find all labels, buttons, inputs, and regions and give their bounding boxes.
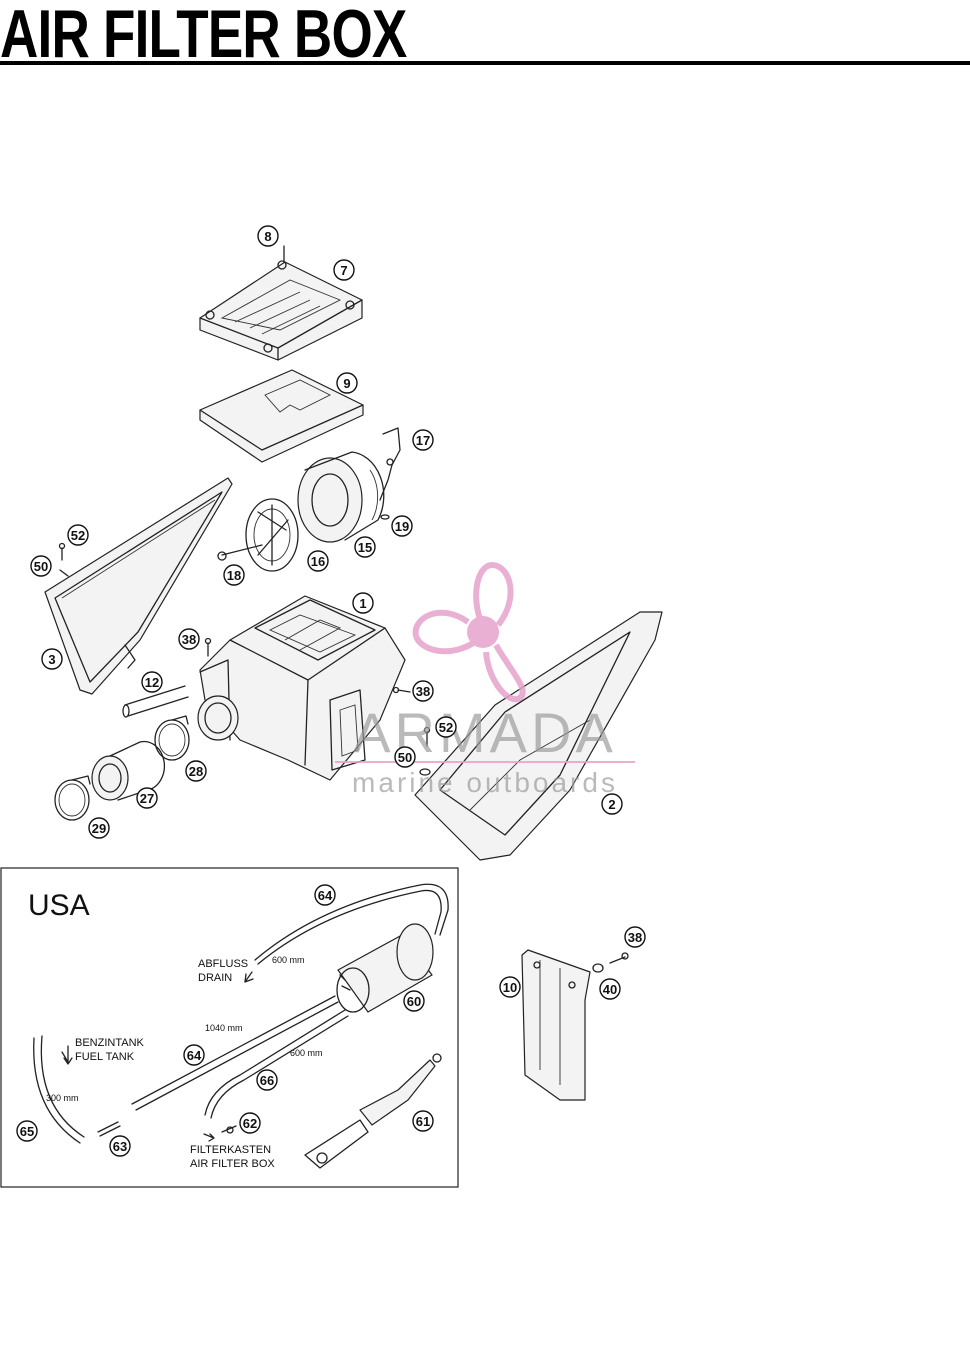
callout-number: 66 [260, 1073, 274, 1088]
label-length-long: 1040 mm [205, 1023, 243, 1033]
callout-number: 52 [71, 528, 85, 543]
callout-number: 61 [416, 1114, 430, 1129]
callout-number: 38 [628, 930, 642, 945]
callout-number: 7 [340, 263, 347, 278]
callout-layer: 8 7 9 17 52 50 19 15 16 18 1 38 3 12 38 52 50 28 27 29 2 64 60… [16, 225, 646, 1157]
callout-number: 64 [318, 888, 333, 903]
watermark-brand: ARMADA [353, 701, 617, 764]
callout-52: 52 [67, 524, 89, 546]
callout-38: 38 [178, 628, 200, 650]
callout-63: 63 [109, 1135, 131, 1157]
callout-62: 62 [239, 1112, 261, 1134]
callout-50: 50 [394, 746, 416, 768]
callout-15: 15 [354, 536, 376, 558]
callout-40: 40 [599, 978, 621, 1000]
callout-number: 62 [243, 1116, 257, 1131]
part-hose-12 [122, 685, 189, 718]
callout-38: 38 [412, 680, 434, 702]
callout-number: 12 [145, 675, 159, 690]
callout-29: 29 [88, 817, 110, 839]
callout-number: 3 [48, 652, 55, 667]
callout-number: 40 [603, 982, 617, 997]
callout-number: 28 [189, 764, 203, 779]
label-length-mid: 600 mm [290, 1048, 323, 1058]
title-rule [0, 61, 970, 65]
callout-65: 65 [16, 1120, 38, 1142]
callout-19: 19 [391, 515, 413, 537]
page-title: AIR FILTER BOX [0, 0, 407, 72]
part-wire-clip [379, 427, 401, 520]
label-length-short: 300 mm [46, 1093, 79, 1103]
callout-12: 12 [141, 671, 163, 693]
callout-number: 27 [140, 791, 154, 806]
callout-number: 52 [439, 720, 453, 735]
label-box-en: AIR FILTER BOX [190, 1158, 275, 1170]
label-tank-de: BENZINTANK [75, 1037, 145, 1049]
part-lid [199, 245, 363, 361]
label-drain-de: ABFLUSS [198, 958, 248, 970]
callout-7: 7 [333, 259, 355, 281]
callout-number: 16 [311, 554, 325, 569]
callout-number: 1 [359, 596, 366, 611]
callout-38: 38 [624, 926, 646, 948]
callout-60: 60 [403, 990, 425, 1012]
callout-number: 8 [264, 229, 271, 244]
callout-17: 17 [412, 429, 434, 451]
label-length-drain: 600 mm [272, 955, 305, 965]
callout-10: 10 [499, 976, 521, 998]
callout-number: 9 [343, 376, 350, 391]
label-box-de: FILTERKASTEN [190, 1144, 271, 1156]
part-left-side-panel [44, 477, 233, 695]
callout-number: 29 [92, 821, 106, 836]
part-main-airbox [197, 595, 406, 781]
callout-9: 9 [336, 372, 358, 394]
callout-number: 38 [416, 684, 430, 699]
watermark-tagline: marine outboards [352, 767, 618, 798]
part-clamp-28 [154, 715, 190, 761]
callout-52: 52 [435, 716, 457, 738]
part-filter-element [297, 451, 385, 543]
callout-18: 18 [223, 564, 245, 586]
callout-number: 2 [608, 797, 615, 812]
part-filter-cage [245, 498, 299, 572]
callout-27: 27 [136, 787, 158, 809]
part-mud-flap [521, 949, 629, 1101]
callout-2: 2 [601, 793, 623, 815]
label-tank-en: FUEL TANK [75, 1051, 135, 1063]
callout-8: 8 [257, 225, 279, 247]
callout-number: 50 [34, 559, 48, 574]
callout-16: 16 [307, 550, 329, 572]
callout-64: 64 [183, 1044, 205, 1066]
callout-61: 61 [412, 1110, 434, 1132]
propeller-icon [412, 561, 526, 703]
callout-number: 17 [416, 433, 430, 448]
callout-number: 63 [113, 1139, 127, 1154]
callout-number: 18 [227, 568, 241, 583]
callout-number: 65 [20, 1124, 34, 1139]
callout-66: 66 [256, 1069, 278, 1091]
callout-number: 38 [182, 632, 196, 647]
watermark-logo: ARMADA marine outboards [335, 561, 635, 798]
callout-number: 60 [407, 994, 421, 1009]
label-drain-en: DRAIN [198, 972, 232, 984]
part-intake-boot-27 [91, 740, 166, 801]
callout-number: 10 [503, 980, 517, 995]
small-screws [58, 542, 431, 776]
usa-inset: USA ABFLUSS DRAIN 600 mm 1 [0, 867, 459, 1188]
callout-number: 64 [187, 1048, 202, 1063]
part-clamp-29 [54, 775, 91, 821]
part-gasket [199, 369, 364, 463]
part-right-side-cover [414, 611, 663, 861]
callout-number: 15 [358, 540, 372, 555]
callout-28: 28 [185, 760, 207, 782]
callout-number: 50 [398, 750, 412, 765]
callout-1: 1 [352, 592, 374, 614]
callout-50: 50 [30, 555, 52, 577]
callout-number: 19 [395, 519, 409, 534]
inset-region-label: USA [28, 889, 90, 922]
callout-3: 3 [41, 648, 63, 670]
part-bolt-18 [217, 544, 263, 561]
callout-64: 64 [314, 884, 336, 906]
